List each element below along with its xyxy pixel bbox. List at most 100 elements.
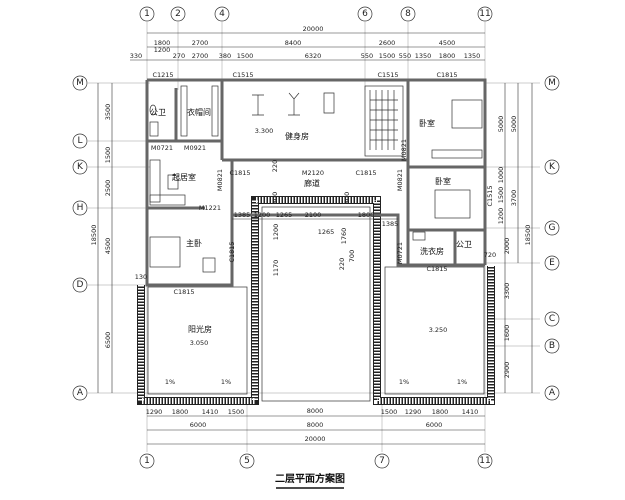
- axis-label: 6: [362, 9, 368, 19]
- gym-equipment-icon: [252, 94, 264, 116]
- dim-text: 2100: [305, 211, 322, 219]
- axis-label: L: [77, 136, 82, 146]
- dim-text: 8400: [285, 39, 302, 47]
- opening-labels: C1215 C1515 C1515 C1815 C1815 C1815 C151…: [151, 71, 494, 296]
- bed-icon: [434, 189, 471, 219]
- dim-text: 800: [271, 192, 279, 204]
- dim-text: 8000: [307, 407, 324, 415]
- slope-mark: 1%: [399, 378, 409, 386]
- dim-text: 3700: [510, 190, 518, 207]
- window-label: C1815: [229, 169, 250, 177]
- axis-label: E: [549, 258, 555, 268]
- wardrobe-icon: [431, 149, 483, 159]
- toilet-icon: [149, 104, 157, 116]
- level-mark: 3.300: [255, 127, 274, 135]
- dim-text: 1265: [276, 211, 293, 219]
- dim-text: 2700: [192, 52, 209, 60]
- courtyard-dimensions: 1385 1200 1265 2100 1265 1800 1385 1200 …: [135, 160, 496, 281]
- door-label: M1221: [199, 204, 221, 212]
- dim-text: 1385: [382, 220, 399, 228]
- dim-text: 1350: [464, 52, 481, 60]
- bed-icon: [149, 236, 181, 268]
- gym-equipment-icon: [288, 92, 300, 116]
- level-mark: 3.050: [190, 339, 209, 347]
- room-label-living-room: 起居室: [172, 172, 196, 182]
- dim-text: 1200: [272, 224, 280, 241]
- dim-text: 8000: [307, 421, 324, 429]
- axis-label: M: [548, 78, 556, 88]
- window-label: C1515: [377, 71, 398, 79]
- room-label-sunroom: 阳光房: [188, 324, 212, 334]
- dim-text: 3300: [503, 283, 511, 300]
- drawing-title: 二层平面方案图: [275, 472, 345, 485]
- dim-text: 380: [219, 52, 231, 60]
- dim-text: 1500: [237, 52, 254, 60]
- walls: [145, 78, 487, 287]
- desk-chair-icon: [202, 257, 216, 273]
- dim-text: 1800: [154, 39, 171, 47]
- window-label: C1815: [228, 241, 236, 262]
- table-icon: [167, 174, 179, 190]
- dim-text: 270: [173, 52, 185, 60]
- dim-text: 1800: [432, 408, 449, 416]
- dim-text: 220: [271, 160, 279, 172]
- dim-text: 20000: [305, 435, 326, 443]
- dim-text: 5000: [497, 116, 505, 133]
- axis-label: A: [549, 388, 556, 398]
- dim-text: 330: [130, 52, 142, 60]
- dim-text: 4500: [439, 39, 456, 47]
- furniture: [149, 85, 483, 273]
- dim-text: 2600: [379, 39, 396, 47]
- axis-label: 2: [175, 9, 181, 19]
- dim-text: 1200: [254, 211, 271, 219]
- dim-text: 6000: [190, 421, 207, 429]
- axis-markers-bottom: 1 5 7 11: [139, 453, 493, 469]
- dim-text: 2500: [104, 180, 112, 197]
- dim-text: 6500: [104, 332, 112, 349]
- dim-text: 1290: [405, 408, 422, 416]
- axis-label: C: [549, 314, 555, 324]
- bed-icon: [451, 99, 483, 129]
- dimensions-left: 18500 3500 1500 2500 4500 6500: [90, 104, 112, 349]
- dim-text: 1800: [358, 211, 375, 219]
- door-label: M0921: [184, 144, 206, 152]
- room-labels: 公卫 衣帽间 健身房 3.300 卧室 起居室 廊道 卧室 主卧 阳光房 3.0…: [150, 107, 472, 386]
- door-label: M0721: [396, 242, 404, 264]
- dim-text: 1600: [503, 325, 511, 342]
- dim-text: 1500: [104, 147, 112, 164]
- dim-text: 1500: [381, 408, 398, 416]
- axis-label: K: [77, 162, 84, 172]
- dim-text: 800: [343, 192, 351, 204]
- washer-icon: [412, 231, 426, 241]
- wardrobe-icon: [211, 85, 219, 137]
- room-label-corridor: 廊道: [304, 178, 320, 188]
- dim-text: 2000: [503, 238, 511, 255]
- dim-text: 1290: [146, 408, 163, 416]
- dim-text: 6320: [305, 52, 322, 60]
- dim-text: 1410: [462, 408, 479, 416]
- dim-text: 5000: [510, 116, 518, 133]
- dim-text: 2900: [503, 362, 511, 379]
- room-label-wc: 公卫: [456, 240, 472, 249]
- dim-text: 1350: [415, 52, 432, 60]
- dim-text: 4500: [104, 238, 112, 255]
- dim-text: 700: [348, 250, 356, 262]
- axis-markers-top: 1 2 4 6 8 11: [139, 6, 493, 22]
- dim-text: 1410: [202, 408, 219, 416]
- door-label: M0821: [400, 139, 408, 161]
- window-label: C1815: [436, 71, 457, 79]
- dim-text: 220: [338, 258, 346, 270]
- level-mark: 3.250: [429, 326, 448, 334]
- dim-text: 720: [484, 251, 496, 259]
- axis-label: 7: [379, 456, 385, 466]
- axis-label: 11: [479, 456, 490, 466]
- dim-text: 1500: [228, 408, 245, 416]
- dim-text: 1500: [379, 52, 396, 60]
- room-label-closet: 衣帽间: [187, 107, 211, 117]
- sofa-icon: [149, 159, 161, 203]
- room-label-gym: 健身房: [285, 131, 309, 141]
- sofa-icon: [149, 194, 186, 206]
- dim-text: 1760: [340, 228, 348, 245]
- window-label: C1515: [486, 185, 494, 206]
